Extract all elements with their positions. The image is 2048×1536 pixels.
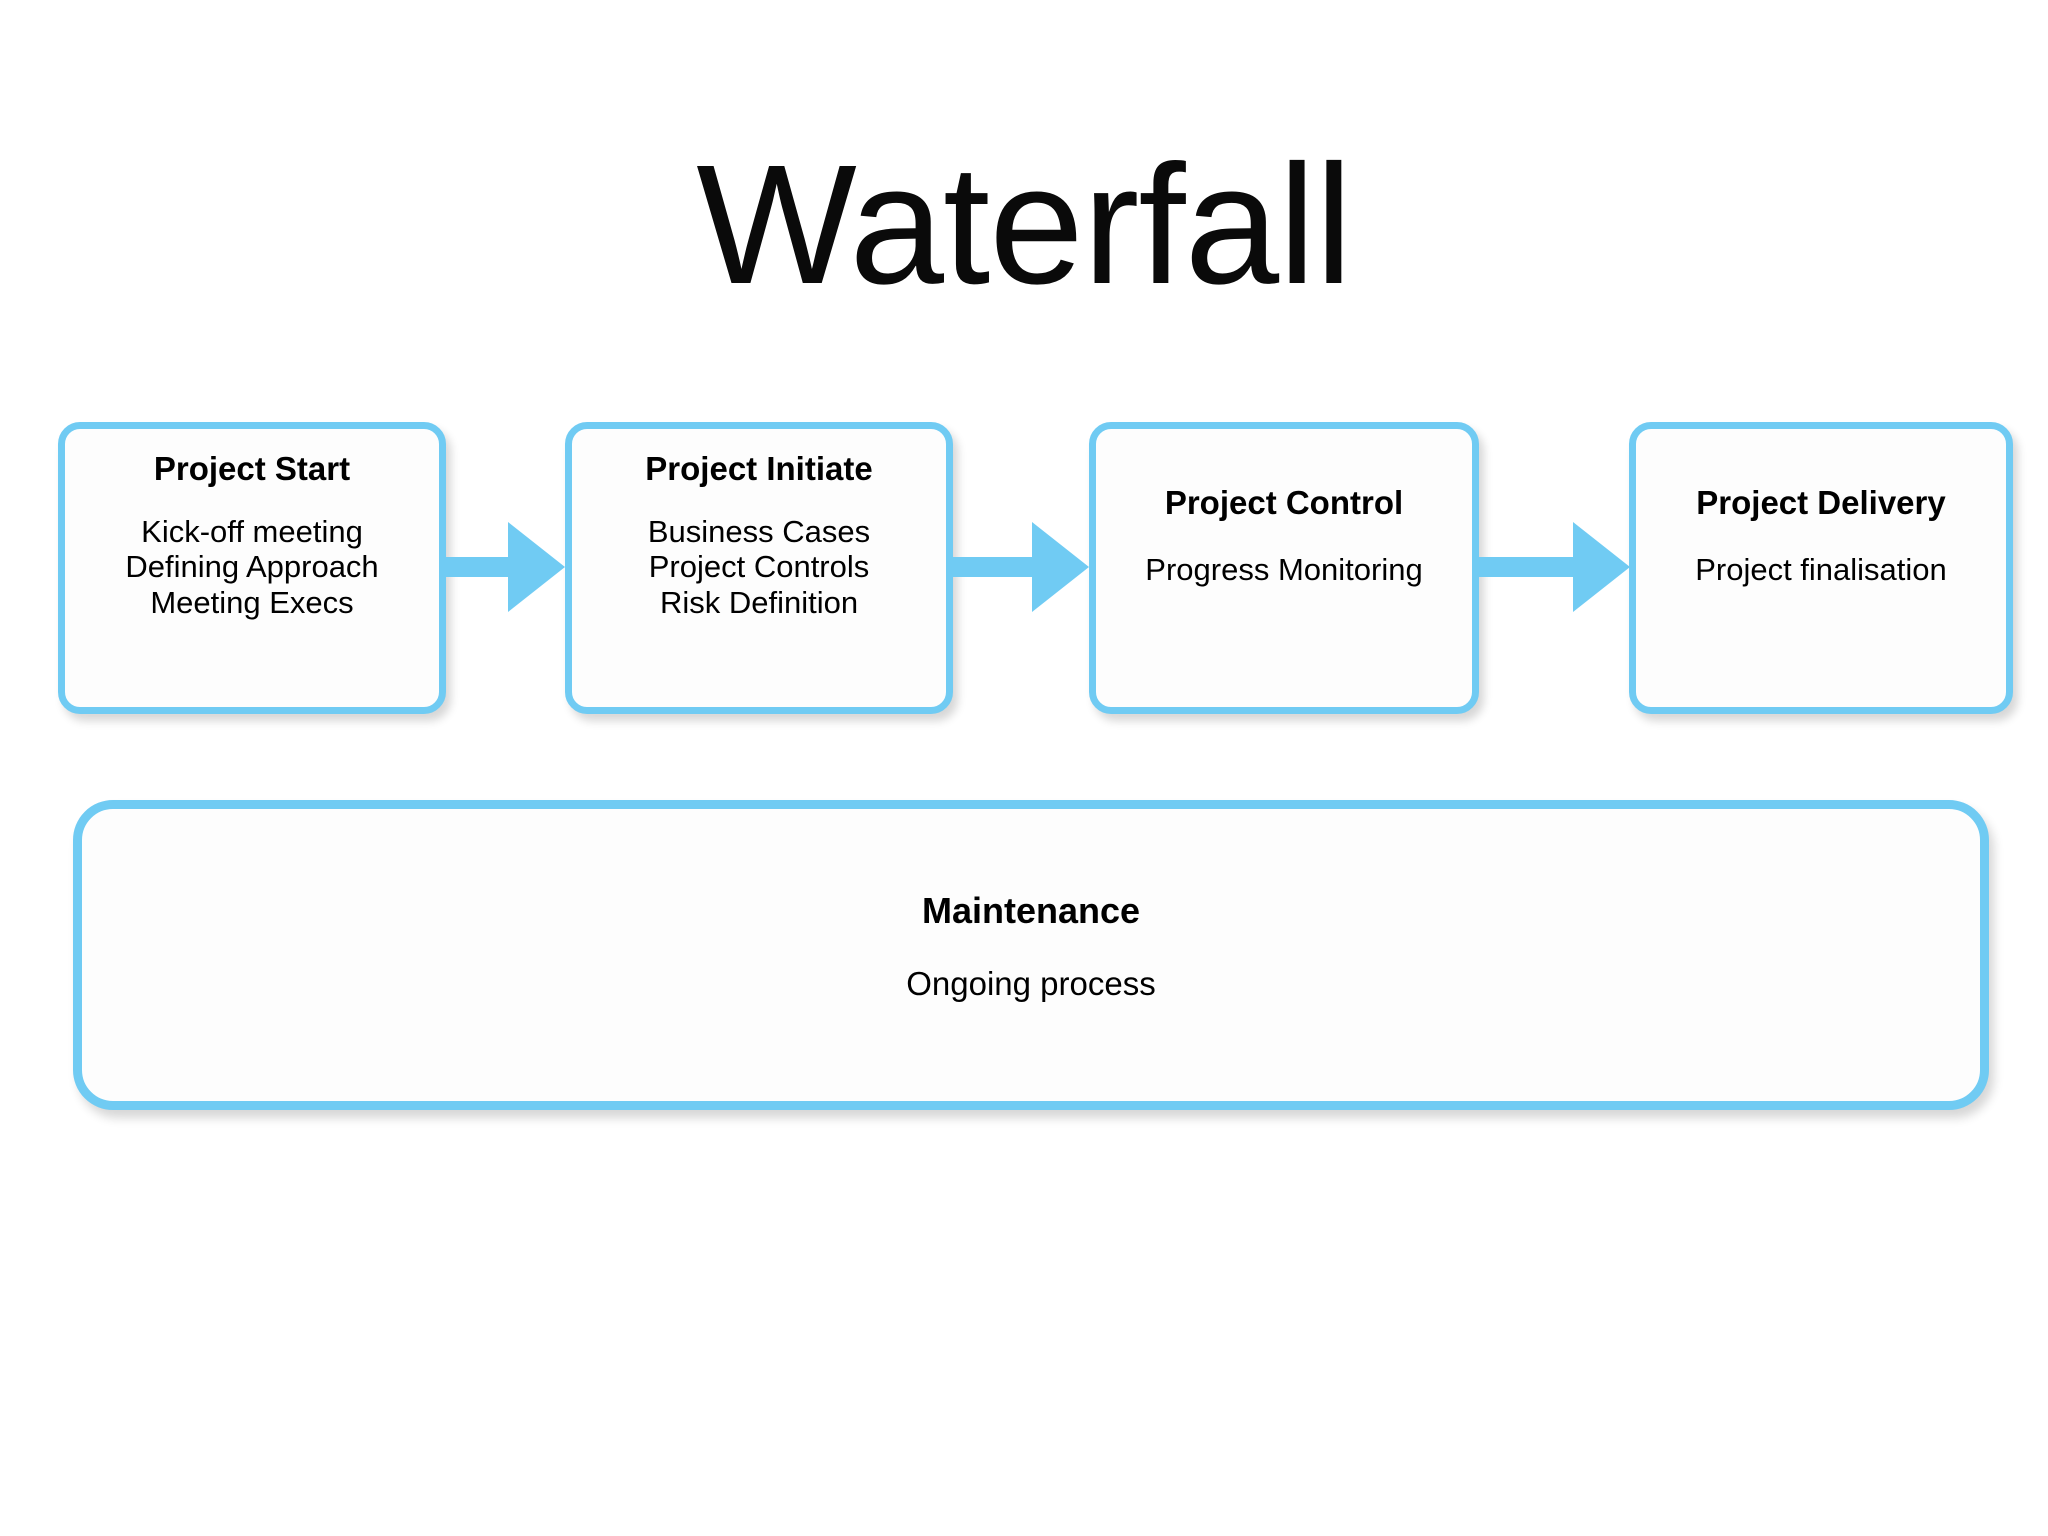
right-arrow-icon — [444, 522, 566, 612]
arrow-head — [508, 522, 565, 612]
stage-detail-item: Ongoing process — [906, 965, 1156, 1003]
stage-detail-item: Meeting Execs — [150, 584, 354, 620]
stage-detail-list: Kick-off meeting Defining Approach Meeti… — [125, 514, 378, 620]
stage-card-project-control[interactable]: Project Control Progress Monitoring — [1089, 422, 1479, 714]
stage-detail-item: Risk Definition — [659, 584, 859, 620]
stage-card-project-delivery[interactable]: Project Delivery Project finalisation — [1629, 422, 2013, 714]
stage-detail-item: Kick-off meeting — [141, 513, 363, 549]
stage-title: Project Initiate — [645, 450, 873, 487]
stage-title: Project Delivery — [1696, 484, 1946, 521]
arrow-head — [1573, 522, 1630, 612]
stage-detail-item: Business Cases — [647, 513, 871, 549]
stage-detail-item: Defining Approach — [125, 549, 379, 585]
arrow-head — [1032, 522, 1089, 612]
stage-card-project-start[interactable]: Project Start Kick-off meeting Defining … — [58, 422, 446, 714]
stage-detail-list: Business Cases Project Controls Risk Def… — [648, 514, 870, 620]
stage-title: Maintenance — [921, 890, 1141, 931]
stage-detail-item: Project finalisation — [1695, 551, 1947, 587]
right-arrow-icon — [1479, 522, 1631, 612]
stage-detail-list: Ongoing process — [906, 965, 1155, 1003]
stage-detail-list: Project finalisation — [1695, 552, 1947, 587]
stage-title: Project Control — [1164, 484, 1404, 521]
page-title: Waterfall — [696, 130, 1352, 320]
arrow-shaft — [952, 557, 1034, 577]
stage-card-maintenance[interactable]: Maintenance Ongoing process — [73, 800, 1989, 1110]
stage-title: Project Start — [153, 450, 351, 487]
stage-detail-item: Progress Monitoring — [1145, 551, 1423, 587]
stage-detail-list: Progress Monitoring — [1145, 552, 1422, 587]
arrow-shaft — [444, 557, 510, 577]
stage-detail-item: Project Controls — [648, 549, 870, 585]
stage-card-project-initiate[interactable]: Project Initiate Business Cases Project … — [565, 422, 953, 714]
arrow-shaft — [1479, 557, 1575, 577]
right-arrow-icon — [952, 522, 1090, 612]
